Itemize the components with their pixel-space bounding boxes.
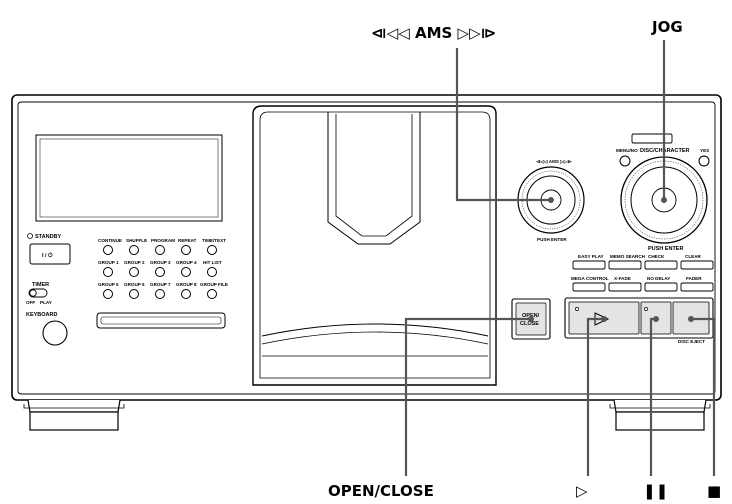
display-window [35, 134, 223, 222]
ams-leader-line [455, 48, 551, 202]
group6-label: GROUP 6 [124, 282, 145, 287]
no-delay-button[interactable] [644, 282, 678, 292]
standby-indicator [27, 233, 33, 239]
jog-push-enter-label: PUSH ENTER [648, 246, 683, 252]
memo-search-label: MEMO SEARCH [610, 254, 646, 259]
repeat-label: REPEAT [178, 238, 196, 243]
group8-button[interactable] [181, 289, 191, 299]
disc-slot-inner [100, 316, 222, 325]
mega-control-button[interactable] [572, 282, 606, 292]
hit-list-label: HIT LIST [203, 260, 222, 265]
power-icon: I / ⏻ [42, 252, 53, 259]
stop-leader-dot [688, 316, 694, 322]
standby-label: STANDBY [35, 234, 62, 240]
yes-label: YES [700, 148, 709, 153]
program-button[interactable] [155, 245, 165, 255]
timer-label: TIMER [32, 282, 49, 288]
open-close-leader-dot [528, 316, 534, 322]
play-indicator [575, 307, 579, 311]
open-close-btn-line1: OPEN/ [522, 313, 540, 319]
check-button[interactable] [644, 260, 678, 270]
display-inner [39, 138, 219, 218]
mega-control-label: MEGA CONTROL [571, 276, 609, 281]
x-fade-label: X-FADE [614, 276, 631, 281]
yes-button[interactable] [698, 155, 710, 167]
check-label: CHECK [648, 254, 665, 259]
shuffle-button[interactable] [129, 245, 139, 255]
group1-button[interactable] [103, 267, 113, 277]
group-file-button[interactable] [207, 289, 217, 299]
clear-button[interactable] [680, 260, 714, 270]
fader-button[interactable] [680, 282, 714, 292]
play-leader-dot [601, 316, 607, 322]
ams-small-label: ⧏◁◁ AMS ▷▷⧐ [536, 159, 572, 164]
repeat-button[interactable] [181, 245, 191, 255]
group1-label: GROUP 1 [98, 260, 119, 265]
ams-leader-dot [548, 197, 554, 203]
stop-leader-line [691, 317, 716, 476]
disc-character-button[interactable] [631, 133, 673, 144]
group2-button[interactable] [129, 267, 139, 277]
continue-button[interactable] [103, 245, 113, 255]
menu-no-button[interactable] [619, 155, 631, 167]
group5-button[interactable] [103, 289, 113, 299]
play-leader-line [586, 317, 604, 476]
timer-switch[interactable] [28, 288, 48, 298]
group4-label: GROUP 4 [176, 260, 197, 265]
power-button[interactable]: I / ⏻ [29, 243, 71, 265]
group2-label: GROUP 2 [124, 260, 145, 265]
group8-label: GROUP 8 [176, 282, 197, 287]
play-callout-label: ▷ [576, 482, 588, 500]
jog-leader-dot [661, 197, 667, 203]
program-label: PROGRAM [151, 238, 175, 243]
shuffle-label: SHUFFLE [126, 238, 147, 243]
group4-button[interactable] [181, 267, 191, 277]
hit-list-button[interactable] [207, 267, 217, 277]
timer-play-label: PLAY [40, 300, 52, 305]
group3-button[interactable] [155, 267, 165, 277]
open-close-btn-line2: CLOSE [520, 321, 539, 327]
right-button-rows: EASY PLAY MEMO SEARCH CHECK CLEAR MEGA C… [571, 254, 714, 292]
disc-slot [96, 312, 226, 329]
x-fade-button[interactable] [608, 282, 642, 292]
clear-label: CLEAR [685, 254, 702, 259]
jog-callout-label: JOG [651, 18, 683, 36]
group5-label: GROUP 5 [98, 282, 119, 287]
continue-label: CONTINUE [98, 238, 122, 243]
group6-button[interactable] [129, 289, 139, 299]
memo-search-button[interactable] [608, 260, 642, 270]
disc-eject-label: DISC EJECT [678, 339, 705, 344]
pause-callout-label: ❚❚ [643, 482, 668, 500]
fader-label: FADER [686, 276, 702, 281]
keyboard-jack[interactable] [42, 320, 68, 346]
pause-leader-dot [653, 316, 659, 322]
no-delay-label: NO DELAY [647, 276, 670, 281]
open-close-callout-label: OPEN/CLOSE [328, 482, 434, 500]
function-button-grid: CONTINUE SHUFFLE PROGRAM REPEAT TIME/TEX… [98, 238, 228, 299]
disc-door [252, 105, 497, 386]
group7-button[interactable] [155, 289, 165, 299]
pause-indicator [644, 307, 648, 311]
easy-play-label: EASY PLAY [578, 254, 604, 259]
group7-label: GROUP 7 [150, 282, 171, 287]
open-close-leader-line [404, 317, 531, 476]
easy-play-button[interactable] [572, 260, 606, 270]
keyboard-label: KEYBOARD [26, 312, 58, 318]
ams-callout-label: ⧏◁◁ AMS ▷▷⧐ [371, 24, 496, 42]
ams-push-enter-label: PUSH ENTER [537, 237, 567, 242]
stop-callout-label: ■ [707, 482, 721, 500]
group-file-label: GROUP FILE [200, 282, 228, 287]
time-text-label: TIME/TEXT [202, 238, 226, 243]
menu-no-label: MENU/NO [616, 148, 638, 153]
group3-label: GROUP 3 [150, 260, 171, 265]
timer-off-label: OFF [26, 300, 35, 305]
time-text-button[interactable] [207, 245, 217, 255]
callout-leader-lines [404, 40, 716, 476]
